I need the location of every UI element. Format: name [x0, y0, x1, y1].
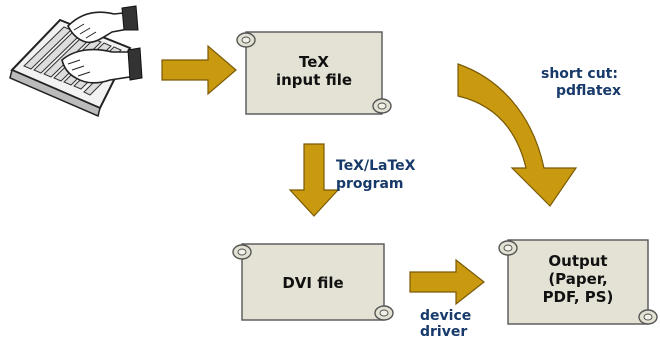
program-label-line2: program	[336, 176, 404, 192]
arrow-dvi-to-output	[409, 258, 485, 306]
shortcut-arrow-pdflatex	[457, 63, 578, 207]
keyboard-typing-hands-icon	[9, 5, 143, 118]
program-label: TeX/LaTeX program	[336, 158, 416, 192]
tex-input-label-line1: TeX	[299, 53, 329, 71]
program-label-line1: TeX/LaTeX	[336, 158, 416, 174]
shortcut-label: short cut: pdflatex	[541, 66, 621, 99]
tex-input-file-scroll: TeX input file	[236, 31, 392, 115]
output-scroll: Output (Paper, PDF, PS)	[498, 239, 658, 325]
shortcut-label-line2: pdflatex	[556, 83, 621, 99]
arrow-keyboard-to-input	[161, 44, 237, 96]
tex-input-label-line2: input file	[276, 71, 352, 89]
dvi-file-scroll: DVI file	[232, 243, 394, 321]
driver-label: device driver	[420, 308, 471, 338]
arrow-input-to-dvi	[288, 143, 340, 217]
dvi-file-label: DVI file	[282, 274, 343, 292]
shortcut-label-line1: short cut:	[541, 66, 618, 82]
output-label-line2: (Paper,	[548, 270, 607, 288]
output-label-line1: Output	[548, 252, 607, 270]
output-label-line3: PDF, PS)	[543, 288, 614, 306]
driver-label-line2: driver	[420, 324, 467, 338]
driver-label-line1: device	[420, 308, 471, 324]
